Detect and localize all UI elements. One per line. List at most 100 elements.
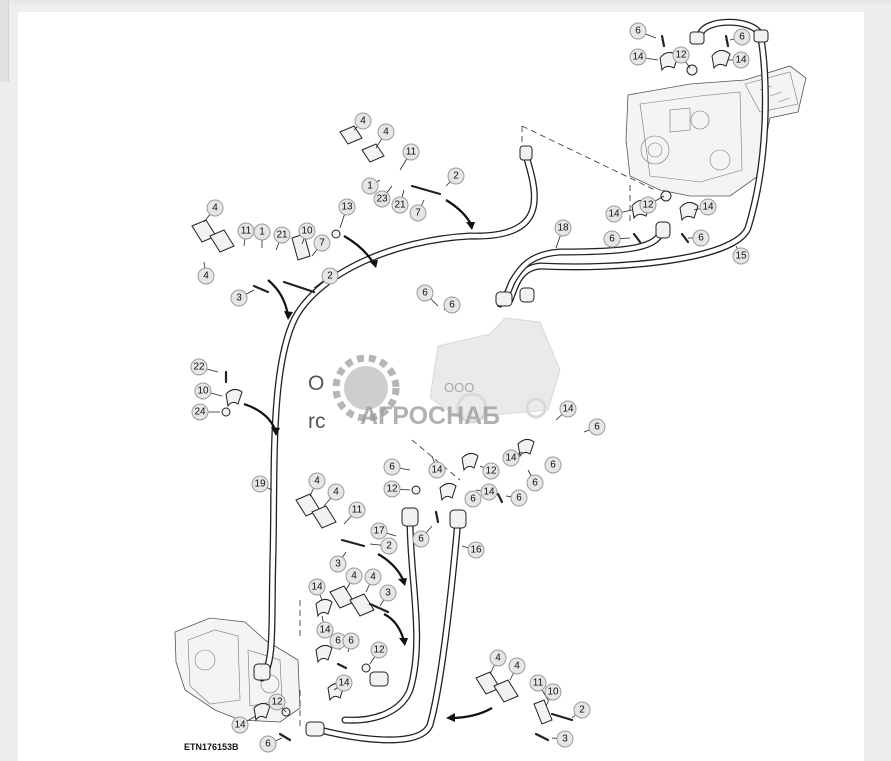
callout-circle [190, 358, 208, 376]
callout-circle [259, 735, 277, 753]
callout-circle [409, 204, 427, 222]
callout-number: 6 [265, 739, 271, 750]
part-callout-3: 3 [230, 289, 248, 307]
callout-circle [573, 701, 591, 719]
part-callout-6: 6 [416, 284, 434, 302]
callout-circle [230, 289, 248, 307]
callout-number: 17 [373, 526, 385, 537]
bolts [224, 34, 730, 742]
part-callout-7: 7 [409, 204, 427, 222]
part-callout-3: 3 [329, 555, 347, 573]
part-callout-14: 14 [629, 48, 647, 66]
callout-number: 23 [376, 194, 388, 205]
callout-circle [556, 730, 574, 748]
stray-text-2: rc [308, 410, 326, 433]
callout-number: 14 [702, 202, 714, 213]
callout-circle [639, 196, 657, 214]
callout-circle [321, 267, 339, 285]
callout-circle [605, 205, 623, 223]
callout-circle [251, 475, 269, 493]
part-callout-6: 6 [544, 456, 562, 474]
callout-circle [383, 480, 401, 498]
part-callout-6: 6 [603, 230, 621, 248]
part-callout-16: 16 [467, 541, 485, 559]
callout-number: 12 [642, 200, 654, 211]
callout-number: 10 [197, 386, 209, 397]
part-callout-2: 2 [573, 701, 591, 719]
callout-circle [544, 456, 562, 474]
part-callout-6: 6 [342, 632, 360, 650]
callout-number: 6 [449, 300, 455, 311]
part-callout-12: 12 [383, 480, 401, 498]
callout-circle [206, 199, 224, 217]
part-callout-10: 10 [194, 382, 212, 400]
part-callout-4: 4 [489, 649, 507, 667]
callout-circle [482, 462, 500, 480]
callout-circle [308, 472, 326, 490]
part-callout-11: 11 [348, 501, 366, 519]
part-callout-12: 12 [268, 693, 286, 711]
callout-circle [672, 46, 690, 64]
callout-number: 12 [675, 50, 687, 61]
callout-number: 11 [241, 226, 252, 237]
callout-circle [416, 284, 434, 302]
callout-number: 13 [341, 202, 353, 213]
part-callout-18: 18 [554, 219, 572, 237]
part-callout-6: 6 [510, 489, 528, 507]
callout-circle [345, 567, 363, 585]
callout-number: 21 [394, 200, 406, 211]
harvester-logo-icon [429, 317, 561, 424]
callout-circle [191, 403, 209, 421]
callout-number: 4 [514, 661, 520, 672]
callout-circle [391, 196, 409, 214]
part-callout-22: 22 [190, 358, 208, 376]
callout-circle [316, 621, 334, 639]
callout-circle [194, 382, 212, 400]
callout-number: 14 [608, 209, 620, 220]
callout-circle [370, 641, 388, 659]
part-callout-10: 10 [298, 222, 316, 240]
part-callout-4: 4 [327, 483, 345, 501]
part-callout-14: 14 [231, 716, 249, 734]
part-callout-14: 14 [502, 449, 520, 467]
part-callout-6: 6 [526, 474, 544, 492]
callout-circle [412, 530, 430, 548]
callout-number: 14 [562, 404, 574, 415]
callout-number: 14 [319, 625, 331, 636]
callout-number: 14 [338, 678, 350, 689]
callout-number: 11 [533, 678, 544, 689]
callout-number: 10 [547, 687, 559, 698]
part-callout-6: 6 [588, 418, 606, 436]
callout-number: 14 [632, 52, 644, 63]
callout-number: 14 [735, 55, 747, 66]
callout-circle [428, 461, 446, 479]
stray-text-1: О [308, 372, 324, 395]
part-callout-14: 14 [428, 461, 446, 479]
callout-number: 2 [453, 171, 459, 182]
callout-circle [508, 657, 526, 675]
part-callout-4: 4 [364, 568, 382, 586]
part-callout-14: 14 [480, 483, 498, 501]
callout-circle [379, 584, 397, 602]
part-callout-6: 6 [464, 490, 482, 508]
callout-circle [480, 483, 498, 501]
part-callout-14: 14 [308, 578, 326, 596]
callout-number: 4 [212, 203, 218, 214]
callout-circle [464, 490, 482, 508]
callout-number: 10 [301, 226, 313, 237]
callout-number: 2 [579, 705, 585, 716]
callout-circle [588, 418, 606, 436]
callout-circle [733, 28, 751, 46]
hose-19 [258, 152, 538, 682]
callout-number: 6 [609, 234, 615, 245]
clamp-parts [191, 50, 731, 725]
callout-number: 4 [333, 487, 339, 498]
part-callout-4: 4 [354, 112, 372, 130]
callout-number: 4 [351, 571, 357, 582]
part-callout-17: 17 [370, 522, 388, 540]
callout-number: 24 [194, 407, 206, 418]
callout-number: 6 [550, 460, 556, 471]
callout-number: 11 [406, 147, 417, 158]
